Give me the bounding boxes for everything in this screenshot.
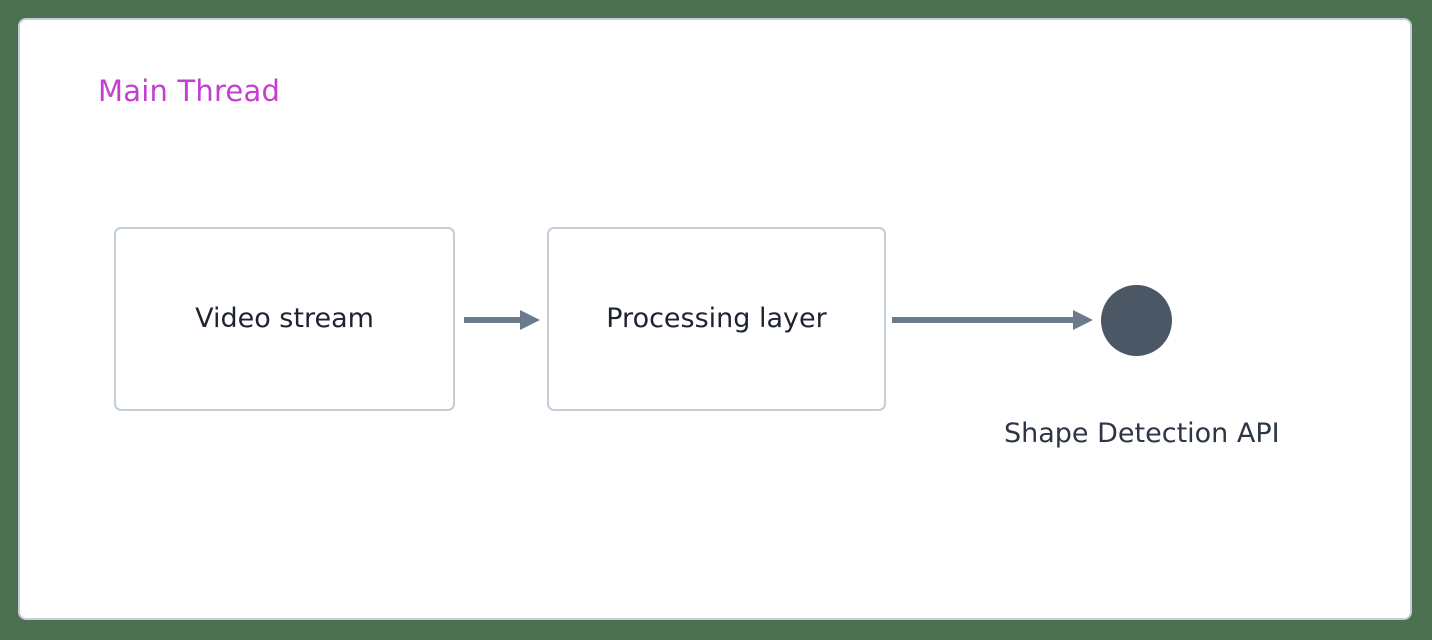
node-video-stream-label: Video stream: [195, 303, 374, 334]
arrow-video-to-processing-icon: [464, 310, 540, 330]
arrow-processing-to-api-icon: [892, 310, 1093, 330]
node-shape-detection-api-label: Shape Detection API: [1004, 418, 1280, 449]
node-shape-detection-api[interactable]: [1101, 285, 1172, 356]
node-processing-layer-label: Processing layer: [606, 303, 827, 334]
node-video-stream[interactable]: Video stream: [114, 227, 455, 411]
node-processing-layer[interactable]: Processing layer: [547, 227, 886, 411]
main-thread-title: Main Thread: [98, 74, 281, 108]
